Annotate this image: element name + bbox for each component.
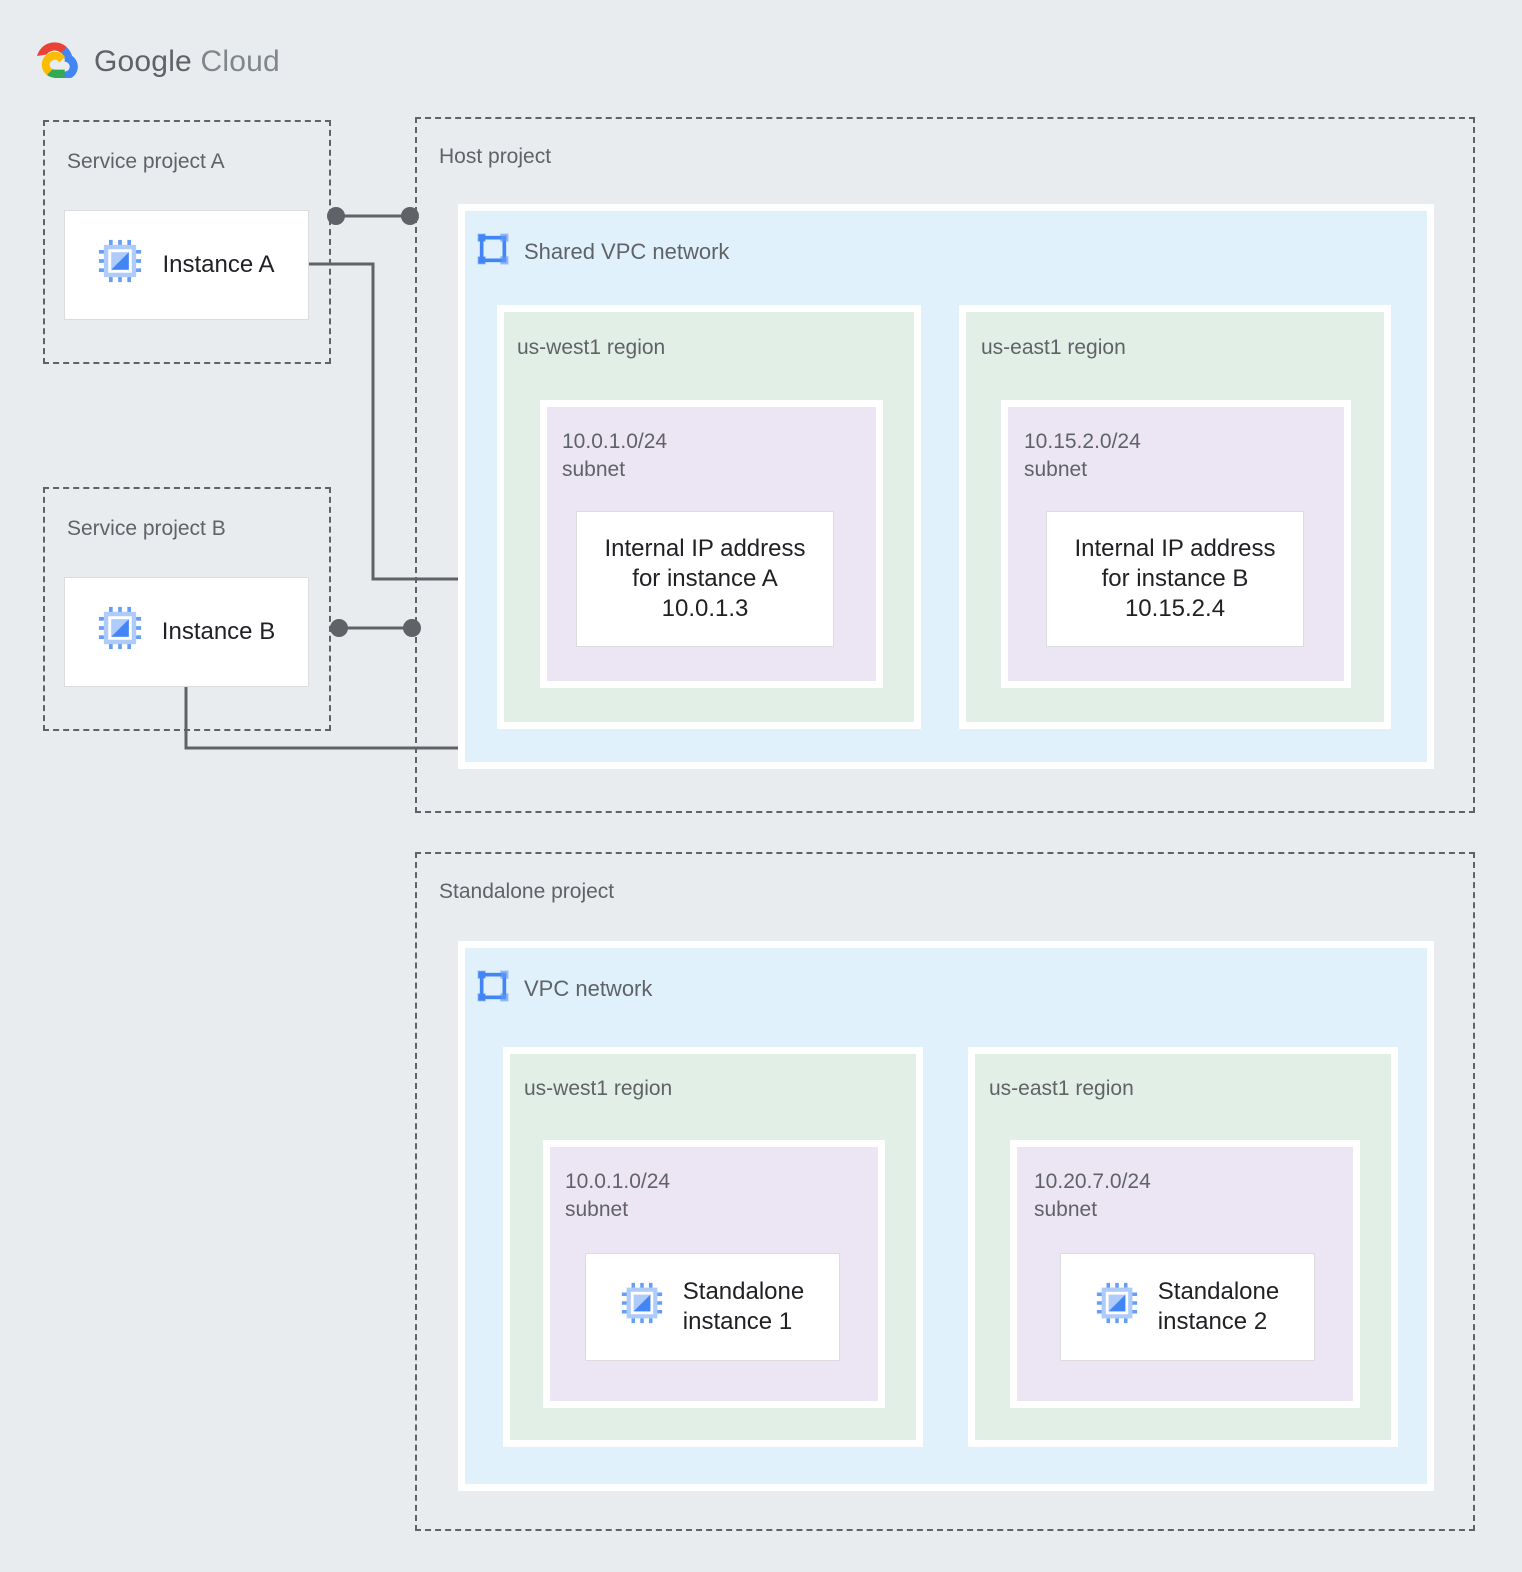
host-region-us-west1-label: us-west1 region bbox=[517, 336, 666, 359]
standalone-instance-1-line1: Standalone bbox=[682, 1278, 805, 1305]
internal-ip-instance-b-line3: 10.15.2.4 bbox=[1124, 595, 1226, 622]
instance-a-label: Instance A bbox=[162, 251, 275, 278]
google-cloud-logo-icon bbox=[36, 41, 80, 83]
internal-ip-instance-a-line3: 10.0.1.3 bbox=[661, 595, 749, 622]
host-subnet-10-15-2-0-label: 10.15.2.0/24 subnet bbox=[1024, 430, 1141, 482]
host-project-label: Host project bbox=[439, 145, 552, 168]
google-cloud-logo-wrap: Google Cloud bbox=[36, 36, 336, 88]
internal-ip-instance-b-node[interactable]: Internal IP address for instance B 10.15… bbox=[1046, 511, 1304, 647]
host-region-us-east1-label: us-east1 region bbox=[981, 336, 1126, 359]
standalone-instance-2-line1: Standalone bbox=[1157, 1278, 1280, 1305]
service-project-b-label: Service project B bbox=[67, 517, 226, 540]
standalone-instance-2-line2: instance 2 bbox=[1157, 1308, 1268, 1335]
standalone-subnet-10-0-1-0-label: 10.0.1.0/24 subnet bbox=[565, 1170, 671, 1222]
vpc-network-icon bbox=[476, 232, 510, 271]
internal-ip-instance-b-line1: Internal IP address bbox=[1074, 535, 1276, 562]
instance-b-node[interactable]: Instance B bbox=[64, 577, 309, 687]
service-project-a[interactable]: Service project A bbox=[43, 120, 331, 364]
internal-ip-instance-a-line2: for instance A bbox=[632, 565, 778, 592]
standalone-instance-2-label: Standalone instance 2 bbox=[1158, 1277, 1279, 1337]
connector-dot bbox=[330, 619, 348, 637]
compute-instance-icon bbox=[1096, 1282, 1138, 1332]
host-subnet-10-0-1-0-label: 10.0.1.0/24 subnet bbox=[562, 430, 668, 482]
vpc-network-icon bbox=[476, 969, 510, 1008]
internal-ip-instance-a-node[interactable]: Internal IP address for instance A 10.0.… bbox=[576, 511, 834, 647]
compute-instance-icon bbox=[621, 1282, 663, 1332]
standalone-project-label: Standalone project bbox=[439, 880, 615, 903]
standalone-vpc-network-header: VPC network bbox=[476, 969, 652, 1008]
brand-cloud: Cloud bbox=[200, 45, 280, 78]
standalone-instance-1-node[interactable]: Standalone instance 1 bbox=[585, 1253, 840, 1361]
shared-vpc-network-header: Shared VPC network bbox=[476, 232, 729, 271]
standalone-instance-2-node[interactable]: Standalone instance 2 bbox=[1060, 1253, 1315, 1361]
standalone-subnet-10-20-7-0-label: 10.20.7.0/24 subnet bbox=[1034, 1170, 1151, 1222]
shared-vpc-network-title: Shared VPC network bbox=[524, 238, 730, 264]
standalone-instance-1-label: Standalone instance 1 bbox=[683, 1277, 804, 1337]
brand-text: Google Cloud bbox=[94, 45, 280, 79]
standalone-region-us-east1-label: us-east1 region bbox=[989, 1077, 1134, 1100]
standalone-instance-1-line2: instance 1 bbox=[682, 1308, 793, 1335]
service-project-b[interactable]: Service project B bbox=[43, 487, 331, 731]
instance-a-node[interactable]: Instance A bbox=[64, 210, 309, 320]
standalone-region-us-west1-label: us-west1 region bbox=[524, 1077, 673, 1100]
compute-instance-icon bbox=[98, 239, 142, 291]
internal-ip-instance-b-line2: for instance B bbox=[1101, 565, 1249, 592]
instance-b-label: Instance B bbox=[161, 618, 276, 645]
compute-instance-icon bbox=[98, 606, 142, 658]
service-project-a-label: Service project A bbox=[67, 150, 225, 173]
host-project[interactable]: Host project bbox=[415, 117, 1475, 813]
brand-cloud-spacer bbox=[192, 45, 201, 78]
standalone-project[interactable]: Standalone project bbox=[415, 852, 1475, 1531]
internal-ip-instance-a-line1: Internal IP address bbox=[604, 535, 806, 562]
standalone-vpc-network-title: VPC network bbox=[524, 975, 653, 1001]
brand-google: Google bbox=[94, 45, 192, 78]
